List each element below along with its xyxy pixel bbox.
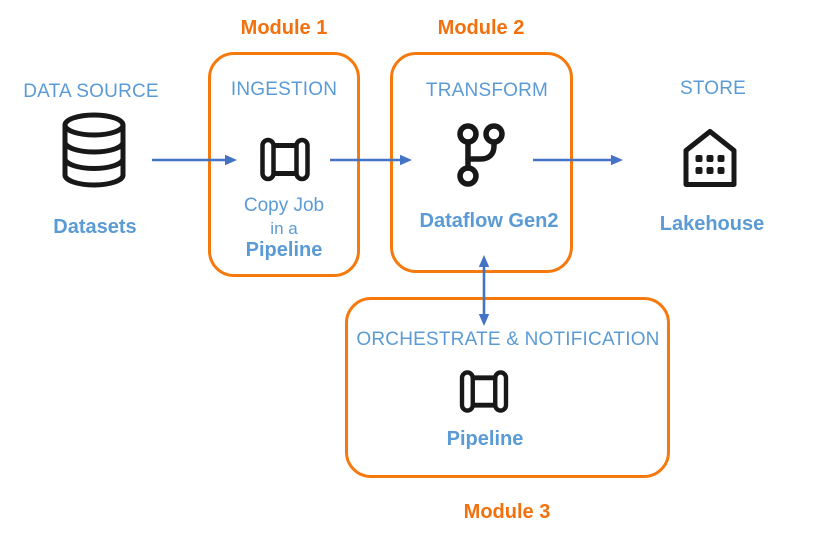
module2-title: Module 2 (437, 17, 525, 39)
dataflow-icon (455, 123, 507, 187)
module3-caption: Pipeline (446, 428, 524, 450)
ingestion-header: INGESTION (230, 79, 338, 100)
module2-box (390, 52, 573, 273)
module1-box (208, 52, 360, 277)
module2-caption: Dataflow Gen2 (419, 210, 559, 232)
lakehouse-icon (682, 127, 738, 190)
data-source-label: Datasets (53, 216, 137, 238)
orchestrate-header: ORCHESTRATE & NOTIFICATION (356, 329, 660, 350)
transform-header: TRANSFORM (425, 80, 549, 101)
database-icon (60, 112, 128, 188)
pipeline-icon (458, 370, 510, 413)
store-label: Lakehouse (659, 213, 765, 235)
arrow-module1-to-module2 (330, 154, 412, 166)
module1-caption-line3: Pipeline (245, 239, 323, 261)
arrow-module2-to-store (533, 154, 623, 166)
module3-box (345, 297, 670, 478)
double-arrow-module2-module3 (478, 255, 490, 326)
pipeline-icon (259, 137, 311, 182)
module1-title: Module 1 (240, 17, 328, 39)
module3-title: Module 3 (463, 501, 551, 523)
data-source-header: DATA SOURCE (23, 81, 159, 102)
arrow-source-to-module1 (152, 154, 237, 166)
store-header: STORE (679, 78, 747, 99)
module1-caption-line2: in a (270, 219, 298, 238)
module1-caption-line1: Copy Job (243, 195, 325, 216)
